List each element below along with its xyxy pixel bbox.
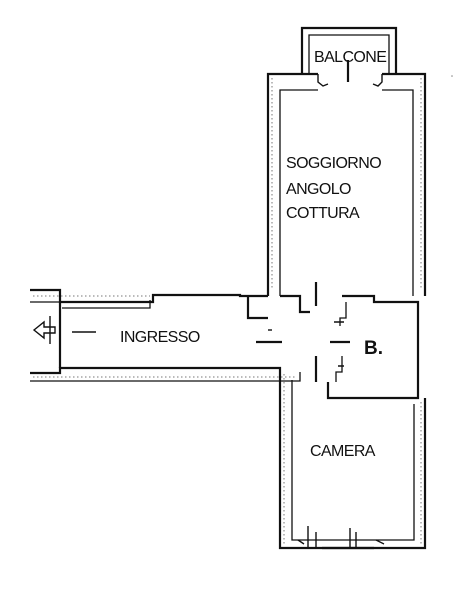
label-living-line3: COTTURA	[286, 205, 360, 222]
label-entrance: INGRESSO	[120, 329, 200, 346]
label-living-line2: ANGOLO	[286, 181, 351, 198]
bathroom-walls	[326, 294, 420, 400]
scan-mark	[451, 75, 453, 77]
label-bathroom: B.	[364, 338, 383, 359]
entry-door-arrow	[32, 302, 96, 368]
balcony-outline	[300, 26, 398, 82]
living-room-walls	[266, 72, 427, 296]
label-living-line1: SOGGIORNO	[286, 155, 381, 172]
bedroom-walls	[278, 370, 427, 550]
internal-doors	[256, 282, 350, 382]
label-bedroom: CAMERA	[310, 443, 376, 460]
label-balcony: BALCONE	[314, 49, 386, 66]
